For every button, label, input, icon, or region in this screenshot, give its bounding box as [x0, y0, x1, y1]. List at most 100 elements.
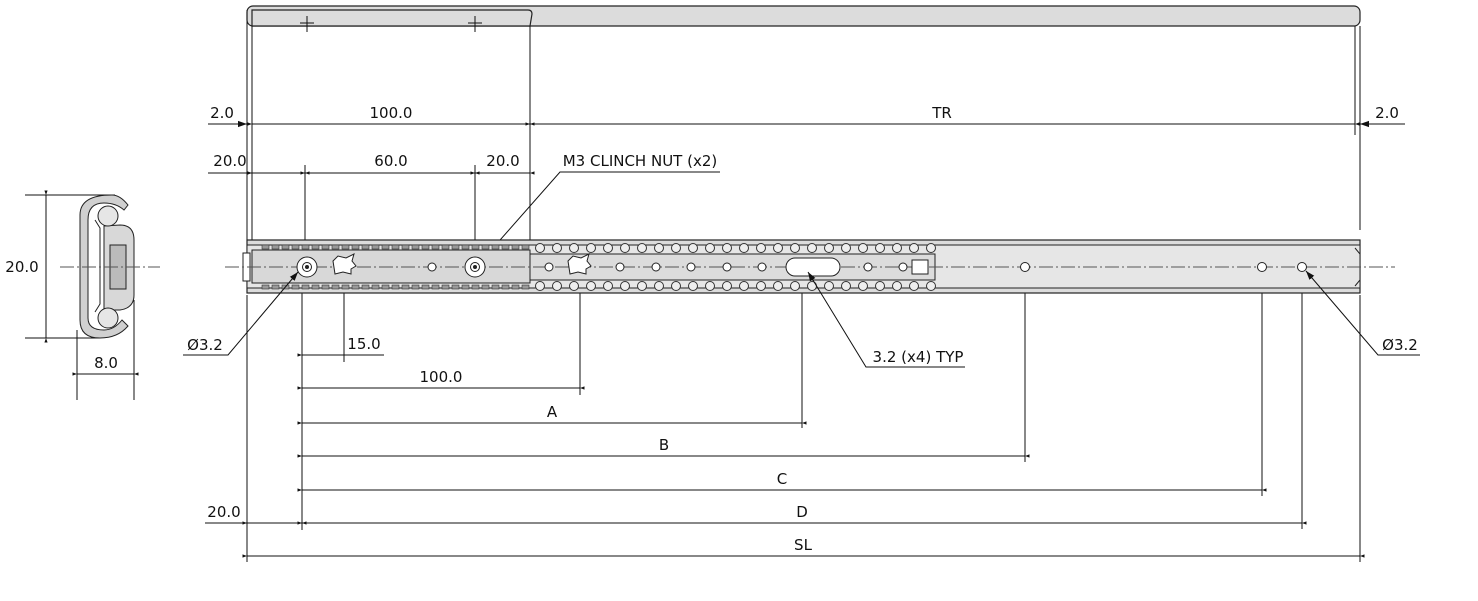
retainer-slot — [441, 284, 450, 290]
ball-bearing — [637, 243, 647, 253]
side-dimensions: Ø3.2 15.0 100.0 3.2 (x4) TYP Ø3.2 A B C … — [183, 270, 1420, 556]
ball-bearing — [909, 243, 919, 253]
side-view-rail — [225, 239, 1395, 294]
retainer-slot — [291, 244, 300, 250]
retainer-slot — [481, 244, 490, 250]
top-view-rail — [246, 5, 1361, 32]
ball-bearing — [739, 281, 749, 291]
retainer-slot — [411, 244, 420, 250]
retainer-slot — [481, 284, 490, 290]
ball-bearing — [824, 243, 834, 253]
ball-bearing — [586, 243, 596, 253]
dim-nut-end: 20.0 — [486, 152, 519, 170]
retainer-slot — [431, 284, 440, 290]
retainer-slot — [391, 284, 400, 290]
hole-left-note: Ø3.2 — [187, 336, 223, 354]
dim-a: A — [547, 403, 558, 421]
retainer-slot — [271, 284, 280, 290]
dim-d: D — [796, 503, 808, 521]
retainer-slot — [371, 244, 380, 250]
retainer-slot — [351, 244, 360, 250]
cross-section-width: 8.0 — [94, 354, 118, 372]
ball-bearing — [603, 281, 613, 291]
retainer-slot — [381, 244, 390, 250]
top-dimensions: 2.0 100.0 TR 2.0 20.0 60.0 20.0 M3 CLINC… — [208, 104, 1405, 266]
retainer-slot — [421, 244, 430, 250]
dim-second-slot: 100.0 — [420, 368, 463, 386]
dim-end-offset: 20.0 — [207, 503, 240, 521]
retainer-slot — [331, 284, 340, 290]
retainer-slot — [341, 244, 350, 250]
ball-bearing — [841, 281, 851, 291]
ball-bearing — [722, 243, 732, 253]
dim-sl: SL — [794, 536, 813, 554]
retainer-slot — [471, 244, 480, 250]
retainer-slot — [291, 284, 300, 290]
retainer-slot — [441, 244, 450, 250]
ball-bearing — [790, 243, 800, 253]
dim-front-section: 100.0 — [370, 104, 413, 122]
ball-bearing — [739, 243, 749, 253]
retainer-slot — [421, 284, 430, 290]
dim-c: C — [777, 470, 787, 488]
retainer-slot — [281, 244, 290, 250]
retainer-slot — [501, 244, 510, 250]
ball-bearing — [688, 243, 698, 253]
ball-bearing — [637, 281, 647, 291]
ball-bearing — [688, 281, 698, 291]
retainer-slot — [451, 284, 460, 290]
retainer-slot — [321, 284, 330, 290]
retainer-slot — [271, 244, 280, 250]
ball-bearing — [926, 243, 936, 253]
dim-first-offset: 20.0 — [213, 152, 246, 170]
retainer-slot — [341, 284, 350, 290]
dim-b: B — [659, 436, 669, 454]
cross-section-height: 20.0 — [5, 258, 38, 276]
ball-bearing — [586, 281, 596, 291]
retainer-slot — [331, 244, 340, 250]
ball-bearing — [858, 243, 868, 253]
retainer-slot — [451, 244, 460, 250]
ball-bearing — [671, 243, 681, 253]
dim-left-margin: 2.0 — [210, 104, 234, 122]
retainer-slot — [261, 284, 270, 290]
ball-bearing — [722, 281, 732, 291]
dim-right-margin: 2.0 — [1375, 104, 1399, 122]
ball-bearing — [671, 281, 681, 291]
retainer-slot — [391, 244, 400, 250]
ball-bearing — [807, 243, 817, 253]
ball-bearing — [841, 243, 851, 253]
ball-bearing — [858, 281, 868, 291]
retainer-slot — [321, 244, 330, 250]
ball-bearing — [875, 281, 885, 291]
retainer-slot — [381, 284, 390, 290]
retainer-slot — [301, 284, 310, 290]
retainer-slot — [521, 284, 530, 290]
ball-bearing — [824, 281, 834, 291]
ball-bearing — [705, 243, 715, 253]
retainer-slot — [361, 244, 370, 250]
ball-bearing — [773, 281, 783, 291]
ball-bearing — [569, 243, 579, 253]
retainer-slot — [401, 244, 410, 250]
retainer-slot — [461, 244, 470, 250]
retainer-slot — [371, 284, 380, 290]
retainer-slot — [261, 244, 270, 250]
ball-bearing — [552, 281, 562, 291]
ball-bearing — [926, 281, 936, 291]
dim-slot-offset: 15.0 — [347, 335, 380, 353]
ball-bearing — [535, 281, 545, 291]
retainer-slot — [491, 244, 500, 250]
retainer-slot — [511, 284, 520, 290]
ball-bearing — [909, 281, 919, 291]
retainer-slot — [521, 244, 530, 250]
dim-travel: TR — [931, 104, 952, 122]
ball-bearing — [654, 243, 664, 253]
retainer-slot — [311, 284, 320, 290]
ball-bearing — [756, 281, 766, 291]
retainer-slot — [361, 284, 370, 290]
ball-bearing — [875, 243, 885, 253]
retainer-slot — [491, 284, 500, 290]
hole-right-note: Ø3.2 — [1382, 336, 1418, 354]
